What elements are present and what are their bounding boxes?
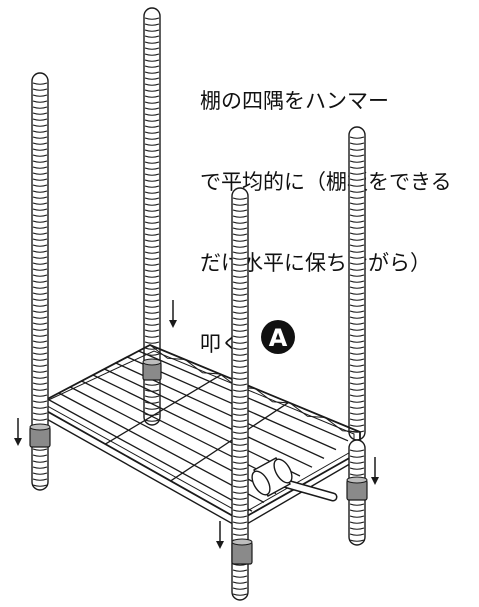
posts-group bbox=[143, 7, 366, 441]
sleeve-back-left bbox=[142, 358, 162, 381]
wire-shelf bbox=[34, 344, 361, 529]
badge-label: A bbox=[269, 324, 288, 352]
arrow-back-left bbox=[169, 300, 177, 328]
sleeves-group bbox=[29, 358, 368, 565]
mallet-face bbox=[251, 470, 271, 496]
shelf-truss bbox=[149, 344, 361, 433]
shelf-cross-supports bbox=[105, 374, 289, 482]
arrow-front-left bbox=[14, 418, 22, 446]
post-front-left bbox=[31, 72, 49, 491]
badge-a: A bbox=[261, 320, 295, 354]
instruction-line-1: 棚の四隅をハンマー bbox=[200, 89, 389, 113]
arrow-back-right bbox=[371, 457, 379, 485]
post-front-right bbox=[231, 187, 249, 601]
front-posts-group bbox=[31, 72, 366, 601]
arrow-front-right bbox=[216, 521, 224, 549]
sleeve-back-right bbox=[346, 476, 368, 501]
arrows-group bbox=[14, 300, 379, 549]
post-back-right-upper bbox=[348, 126, 366, 441]
badge-circle bbox=[261, 320, 295, 354]
mallet-icon bbox=[251, 457, 338, 502]
mallet-back-face bbox=[273, 458, 293, 484]
sleeve-front-left bbox=[29, 423, 51, 448]
shelf-frame-lower bbox=[35, 412, 361, 529]
post-back-left bbox=[143, 7, 161, 426]
sleeve-front-right bbox=[231, 538, 253, 565]
